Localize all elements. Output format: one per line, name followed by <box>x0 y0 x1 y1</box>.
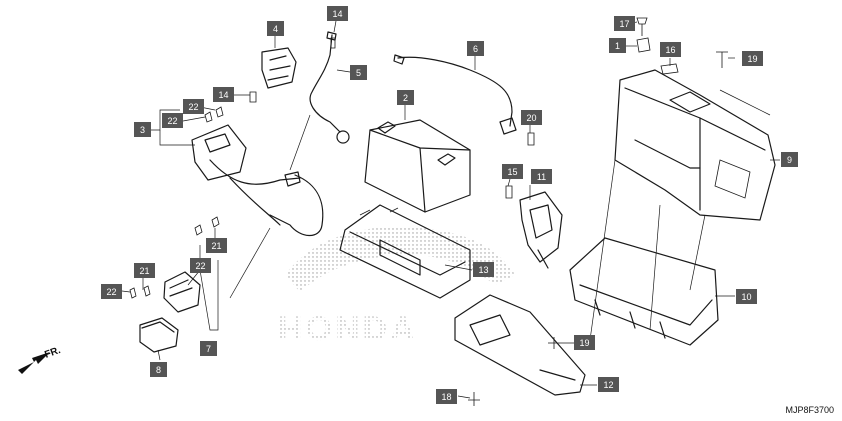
callout-5[interactable]: 5 <box>350 65 367 80</box>
svg-text:9: 9 <box>787 155 792 165</box>
callout-22-lower[interactable]: 22 <box>101 284 122 299</box>
callout-3[interactable]: 3 <box>134 122 151 137</box>
relay-bracket-part <box>519 191 563 269</box>
front-arrow: FR. <box>18 345 62 374</box>
battery-part <box>364 119 471 213</box>
svg-text:14: 14 <box>218 90 228 100</box>
bracket-part <box>261 47 297 89</box>
connector-part <box>163 216 220 313</box>
callout-13[interactable]: 13 <box>473 262 494 277</box>
callout-9[interactable]: 9 <box>781 152 798 167</box>
svg-text:11: 11 <box>537 172 546 182</box>
callout-11[interactable]: 11 <box>531 169 552 184</box>
svg-text:18: 18 <box>441 392 451 402</box>
battery-tray-part <box>339 204 471 299</box>
callout-18[interactable]: 18 <box>436 389 457 404</box>
callout-17[interactable]: 17 <box>614 16 635 31</box>
svg-text:8: 8 <box>156 365 161 375</box>
callout-2[interactable]: 2 <box>397 90 414 105</box>
callout-12[interactable]: 12 <box>598 377 619 392</box>
callout-16[interactable]: 16 <box>660 42 681 57</box>
lower-cover-part <box>454 294 586 396</box>
relay-harness-part <box>191 124 324 237</box>
svg-text:17: 17 <box>619 19 629 29</box>
callout-15[interactable]: 15 <box>502 164 523 179</box>
callout-4[interactable]: 4 <box>267 21 284 36</box>
callout-22-connector[interactable]: 22 <box>190 258 211 273</box>
callout-10[interactable]: 10 <box>736 289 757 304</box>
honda-wordmark: HONDA <box>278 310 418 348</box>
svg-text:4: 4 <box>273 24 278 34</box>
svg-text:22: 22 <box>167 116 177 126</box>
svg-text:7: 7 <box>206 344 211 354</box>
callout-7[interactable]: 7 <box>200 341 217 356</box>
front-label: FR. <box>43 345 62 361</box>
svg-text:10: 10 <box>741 292 751 302</box>
svg-text:5: 5 <box>356 68 361 78</box>
svg-text:3: 3 <box>140 125 145 135</box>
leader-lines <box>121 20 780 399</box>
callout-21-lower[interactable]: 21 <box>134 263 155 278</box>
honda-watermark: HONDA <box>278 226 515 348</box>
callout-21-mid[interactable]: 21 <box>206 238 227 253</box>
callout-14-upper[interactable]: 14 <box>327 6 348 21</box>
connector-cover-part <box>139 317 179 353</box>
svg-text:22: 22 <box>106 287 116 297</box>
svg-text:13: 13 <box>478 265 488 275</box>
svg-text:16: 16 <box>665 45 675 55</box>
terminal-parts <box>129 106 224 299</box>
svg-text:14: 14 <box>332 9 342 19</box>
callout-8[interactable]: 8 <box>150 362 167 377</box>
svg-text:2: 2 <box>403 93 408 103</box>
callout-22-top[interactable]: 22 <box>183 99 204 114</box>
callout-6[interactable]: 6 <box>467 41 484 56</box>
svg-text:21: 21 <box>211 241 221 251</box>
svg-text:15: 15 <box>507 167 517 177</box>
svg-text:6: 6 <box>473 44 478 54</box>
diagram-code: MJP8F3700 <box>785 405 834 415</box>
svg-text:12: 12 <box>603 380 613 390</box>
svg-text:19: 19 <box>579 338 589 348</box>
svg-text:21: 21 <box>139 266 149 276</box>
electrical-box-lower-part <box>569 237 719 346</box>
battery-cable-part <box>393 54 517 135</box>
callout-20[interactable]: 20 <box>521 110 542 125</box>
electrical-box-upper-part <box>614 69 776 221</box>
svg-text:19: 19 <box>747 54 757 64</box>
svg-text:22: 22 <box>188 102 198 112</box>
svg-text:20: 20 <box>526 113 536 123</box>
callout-14-left[interactable]: 14 <box>213 87 234 102</box>
callout-22-left[interactable]: 22 <box>162 113 183 128</box>
callout-1[interactable]: 1 <box>609 38 626 53</box>
svg-text:1: 1 <box>615 41 620 51</box>
svg-text:22: 22 <box>195 261 205 271</box>
callout-19-bottom[interactable]: 19 <box>574 335 595 350</box>
callout-19-right[interactable]: 19 <box>742 51 763 66</box>
harness-lead-part <box>309 31 350 144</box>
